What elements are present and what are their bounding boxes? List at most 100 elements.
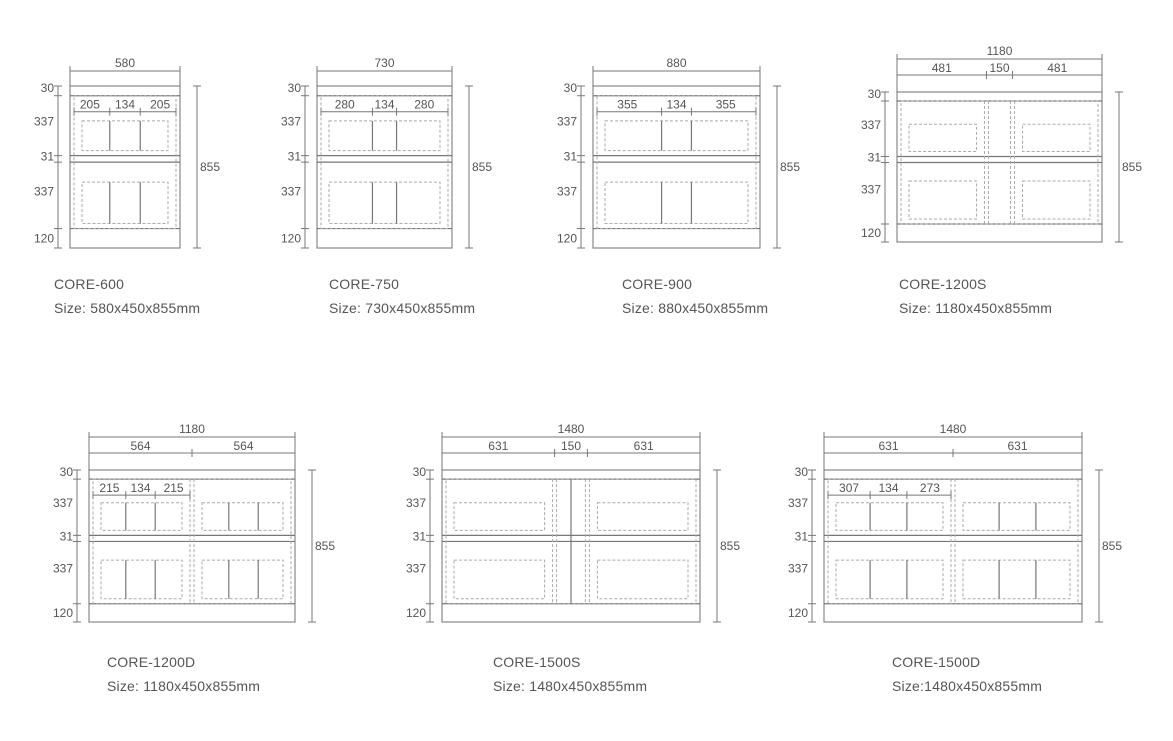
- overall-width-label: 730: [374, 56, 394, 70]
- dimension-label: 564: [233, 439, 253, 453]
- height-label: 120: [557, 231, 577, 245]
- drawer-panel-outline: [201, 559, 284, 600]
- height-label: 120: [788, 606, 808, 620]
- drawer-panel-outline: [100, 502, 183, 531]
- drawer-panel-outline: [81, 181, 169, 225]
- dimension-label: 150: [989, 61, 1009, 75]
- drawer-panel-outline: [604, 181, 749, 225]
- height-label: 337: [788, 496, 808, 510]
- dimension-label: 134: [666, 98, 686, 112]
- dimension-label: 355: [617, 98, 637, 112]
- dimension-label: 631: [878, 439, 898, 453]
- dimension-label: 280: [414, 98, 434, 112]
- overall-width-label: 1480: [558, 422, 585, 436]
- drawer-panel-outline: [453, 502, 546, 531]
- drawer-panel-outline: [201, 502, 284, 531]
- dimension-label: 280: [335, 98, 355, 112]
- model-size: Size: 1180x450x855mm: [899, 300, 1053, 316]
- height-label: 30: [288, 81, 302, 95]
- model-name: CORE-600: [54, 276, 125, 292]
- cabinet-outline: [88, 469, 296, 623]
- drawer-panel-outline: [835, 502, 944, 531]
- height-label: 30: [41, 81, 55, 95]
- model-name: CORE-750: [329, 276, 400, 292]
- drawer-panel-outline: [604, 120, 749, 152]
- cabinet-outline: [316, 85, 453, 249]
- drawer-panel-outline: [962, 559, 1071, 600]
- height-label: 337: [281, 184, 301, 198]
- dimension-label: 481: [932, 61, 952, 75]
- inner-carcass-outline: [73, 95, 177, 230]
- height-label: 337: [406, 496, 426, 510]
- dimension-label: 631: [634, 439, 654, 453]
- height-label: 31: [288, 150, 302, 164]
- height-label: 31: [795, 529, 809, 543]
- dimension-label: 205: [80, 98, 100, 112]
- drawer-panel-outline: [596, 559, 689, 600]
- inner-carcass-outline: [92, 478, 292, 605]
- height-label: 30: [868, 87, 882, 101]
- inner-carcass-outline: [596, 95, 757, 230]
- model-name: CORE-1500D: [892, 654, 981, 670]
- height-label: 30: [413, 465, 427, 479]
- model-size: Size: 880x450x855mm: [622, 300, 769, 316]
- model-caption: CORE-1500S Size: 1480x450x855mm: [493, 650, 647, 698]
- model-size: Size: 730x450x855mm: [329, 300, 476, 316]
- height-label: 337: [34, 115, 54, 129]
- total-height-label: 855: [1102, 539, 1122, 553]
- height-label: 120: [34, 231, 54, 245]
- height-label: 337: [788, 562, 808, 576]
- cabinet-outline: [592, 85, 761, 249]
- drawer-panel-outline: [1022, 123, 1091, 152]
- overall-width-label: 880: [666, 56, 686, 70]
- cabinet-outline: [69, 85, 181, 249]
- dimension-label: 134: [374, 98, 394, 112]
- dimension-label: 307: [839, 481, 859, 495]
- overall-width-label: 580: [115, 56, 135, 70]
- height-label: 337: [281, 115, 301, 129]
- height-label: 337: [557, 184, 577, 198]
- dimension-label: 273: [920, 481, 940, 495]
- cabinet-outline: [896, 91, 1103, 243]
- height-label: 337: [34, 184, 54, 198]
- cabinet-outline: [823, 469, 1083, 623]
- height-label: 31: [41, 150, 55, 164]
- total-height-label: 855: [1122, 160, 1142, 174]
- total-height-label: 855: [780, 160, 800, 174]
- model-size: Size: 580x450x855mm: [54, 300, 201, 316]
- dimension-label: 215: [164, 481, 184, 495]
- model-name: CORE-900: [622, 276, 693, 292]
- drawer-panel-outline: [100, 559, 183, 600]
- model-name: CORE-1500S: [493, 654, 581, 670]
- height-label: 30: [795, 465, 809, 479]
- model-size: Size: 1180x450x855mm: [107, 678, 261, 694]
- total-height-label: 855: [315, 539, 335, 553]
- total-height-label: 855: [720, 539, 740, 553]
- drawer-panel-outline: [596, 502, 689, 531]
- model-size: Size:1480x450x855mm: [892, 678, 1043, 694]
- drawer-panel-outline: [908, 123, 977, 152]
- height-label: 337: [861, 182, 881, 196]
- height-label: 120: [861, 226, 881, 240]
- height-label: 120: [281, 231, 301, 245]
- model-size: Size: 1480x450x855mm: [493, 678, 648, 694]
- dimension-label: 631: [1007, 439, 1027, 453]
- dimension-label: 481: [1047, 61, 1067, 75]
- dimension-label: 205: [150, 98, 170, 112]
- drawer-panel-outline: [962, 502, 1071, 531]
- drawer-panel-outline: [1022, 180, 1091, 220]
- height-label: 31: [60, 529, 74, 543]
- height-label: 120: [53, 606, 73, 620]
- height-label: 337: [53, 496, 73, 510]
